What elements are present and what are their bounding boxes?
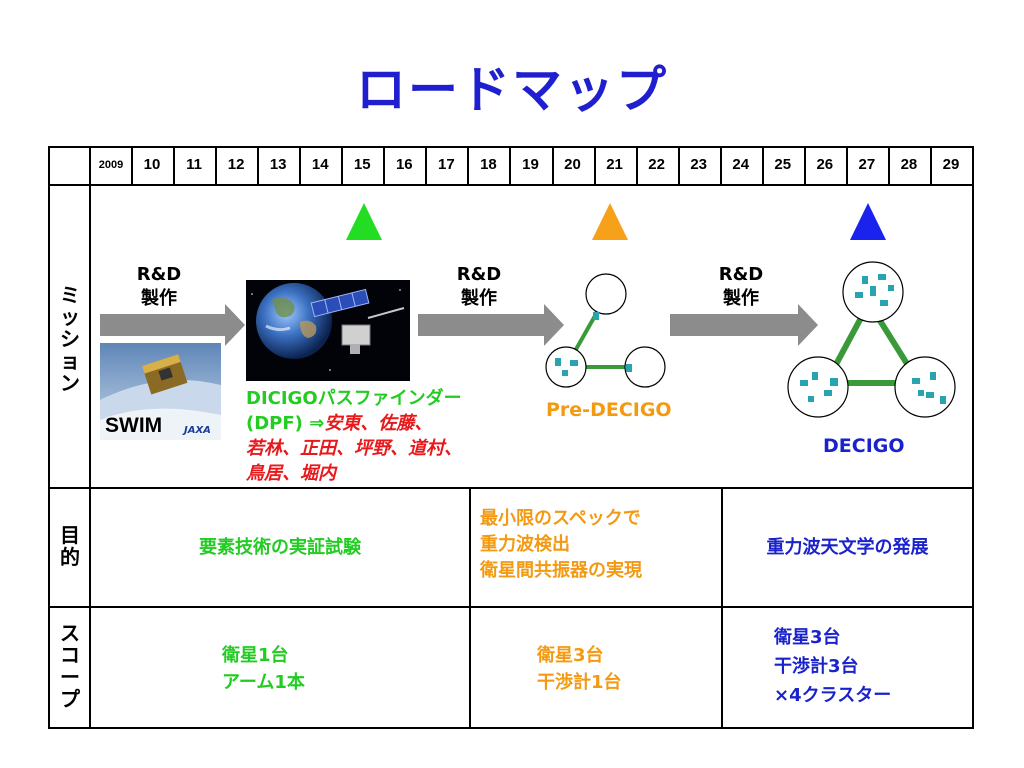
rd-label-3-line2: 製作 (706, 287, 776, 311)
pre-decigo-diagram (546, 274, 665, 387)
milestone-triangle-orange (592, 203, 628, 240)
purpose-phase2-line2: 重力波検出 (480, 532, 720, 558)
scope-phase2-line2: 干渉計1台 (537, 669, 622, 696)
rd-label-3-line1: R&D (706, 263, 776, 287)
rd-label-1: R&D 製作 (124, 263, 194, 311)
purpose-phase2-line1: 最小限のスペックで (480, 506, 720, 532)
rd-label-2: R&D 製作 (444, 263, 514, 311)
dpf-members-1: 安東、佐藤、 (324, 413, 432, 434)
scope-phase2-line1: 衛星3台 (537, 642, 622, 669)
scope-phase3-line1: 衛星3台 (774, 623, 891, 652)
rd-label-2-line2: 製作 (444, 287, 514, 311)
scope-phase1-line1: 衛星1台 (222, 642, 305, 669)
pre-decigo-label: Pre-DECIGO (546, 398, 672, 423)
dpf-name: DICIGOパスファインダー (246, 386, 546, 411)
scope-phase1-line2: アーム1本 (222, 669, 305, 696)
scope-phase2: 衛星3台 干渉計1台 (537, 642, 622, 696)
rd-label-1-line2: 製作 (124, 287, 194, 311)
rd-label-3: R&D 製作 (706, 263, 776, 311)
scope-phase1: 衛星1台 アーム1本 (222, 642, 305, 696)
swim-label: SWIM (105, 413, 162, 438)
milestone-triangle-green (346, 203, 382, 240)
dpf-caption: DICIGOパスファインダー (DPF) ⇒安東、佐藤、 若林、正田、坪野、道村… (246, 386, 546, 486)
purpose-phase3: 重力波天文学の発展 (723, 535, 972, 560)
dpf-members-3: 鳥居、堀内 (246, 461, 546, 486)
rd-label-2-line1: R&D (444, 263, 514, 287)
dpf-image (246, 280, 410, 381)
scope-phase3-line2: 干渉計3台 (774, 652, 891, 681)
decigo-diagram (788, 262, 955, 417)
purpose-phase2-line3: 衛星間共振器の実現 (480, 558, 720, 584)
dpf-abbrev: (DPF) ⇒ (246, 413, 324, 434)
purpose-phase2: 最小限のスペックで 重力波検出 衛星間共振器の実現 (480, 506, 720, 584)
rd-label-1-line1: R&D (124, 263, 194, 287)
purpose-phase1: 要素技術の実証試験 (91, 535, 469, 560)
dpf-members-2: 若林、正田、坪野、道村、 (246, 436, 546, 461)
milestone-triangle-blue (850, 203, 886, 240)
decigo-label: DECIGO (823, 434, 905, 459)
scope-phase3-line3: ×4クラスター (774, 681, 891, 710)
jaxa-logo: JAXA (184, 418, 211, 443)
scope-phase3: 衛星3台 干渉計3台 ×4クラスター (774, 623, 891, 710)
